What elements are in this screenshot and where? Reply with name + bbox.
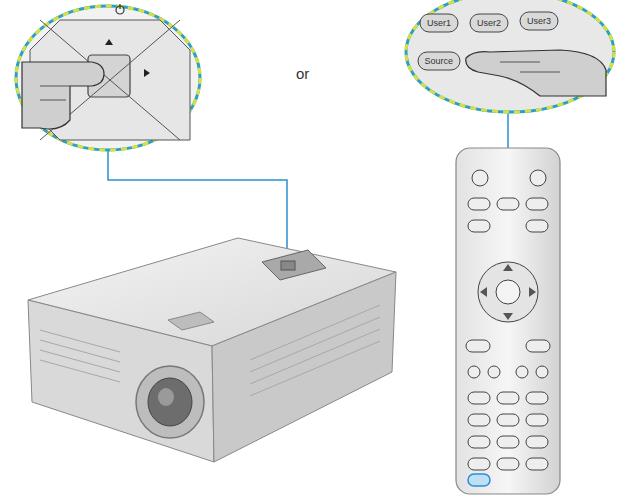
- right-arrow: [529, 287, 536, 297]
- power-symbol: [119, 4, 120, 9]
- remote-button: [497, 392, 519, 404]
- button-label: User2: [477, 19, 501, 28]
- remote-button: [468, 436, 490, 448]
- remote-button: [497, 436, 519, 448]
- connector-word: or: [296, 66, 309, 81]
- remote-button: [526, 198, 548, 210]
- vent-line: [250, 305, 380, 360]
- left-arrow: [480, 287, 487, 297]
- remote-button: [536, 366, 548, 378]
- lens-glare: [158, 388, 174, 406]
- projector-front: [28, 300, 214, 462]
- vent-line: [250, 341, 380, 396]
- remote-button: [526, 414, 548, 426]
- right-arrow: [144, 69, 150, 77]
- zoom-circle: [16, 6, 200, 150]
- zoom-circle-dash: [406, 0, 614, 112]
- button-label: User3: [527, 17, 551, 26]
- remote-button: [526, 458, 548, 470]
- hand-finger: [466, 50, 606, 96]
- up-arrow: [105, 39, 113, 45]
- button-label: User1: [427, 19, 451, 28]
- remote-button: [497, 198, 519, 210]
- remote-button: [530, 170, 546, 186]
- hand-finger: [22, 62, 104, 129]
- remote-button-grid: [466, 340, 550, 470]
- source-button: [468, 474, 490, 486]
- source-button: [418, 52, 460, 70]
- remote-button: [468, 366, 480, 378]
- lens-ring: [136, 366, 204, 438]
- down-arrow: [503, 313, 513, 320]
- up-arrow: [503, 264, 513, 271]
- remote-button: [468, 458, 490, 470]
- remote-button: [468, 220, 490, 232]
- dpad: [478, 262, 538, 322]
- finger-crease: [40, 86, 70, 100]
- keypad-button: [281, 261, 295, 270]
- remote-button: [526, 340, 550, 352]
- zoom-circle: [406, 0, 614, 112]
- remote-button: [526, 436, 548, 448]
- remote-button: [466, 340, 490, 352]
- remote-button: [497, 414, 519, 426]
- vent-lines: [40, 305, 380, 396]
- vent-line: [250, 329, 380, 384]
- projector-side: [212, 272, 396, 462]
- button-label: Source: [425, 57, 454, 66]
- zoom-lever: [168, 312, 214, 330]
- remote-button: [488, 366, 500, 378]
- remote-button: [526, 220, 548, 232]
- keypad: [262, 250, 326, 280]
- enter-button: [496, 280, 520, 304]
- vent-line: [40, 340, 120, 362]
- remote-button: [468, 198, 490, 210]
- remote-button: [526, 392, 548, 404]
- vent-line: [40, 330, 120, 352]
- user-button: [470, 14, 508, 32]
- vent-line: [40, 360, 120, 382]
- remote-button: [497, 458, 519, 470]
- remote-button: [472, 170, 488, 186]
- zoom-circle-dash: [16, 6, 200, 150]
- remote-button: [468, 414, 490, 426]
- remote-button: [516, 366, 528, 378]
- dpad-arrows: [480, 264, 536, 320]
- user-button: [420, 14, 458, 32]
- lens: [148, 378, 192, 426]
- finger-crease: [500, 62, 560, 72]
- remote-button: [468, 392, 490, 404]
- vent-line: [40, 350, 120, 372]
- vent-line: [250, 317, 380, 372]
- remote-body: [456, 148, 560, 494]
- remote-button-row: [468, 198, 548, 232]
- user-button: [520, 12, 558, 30]
